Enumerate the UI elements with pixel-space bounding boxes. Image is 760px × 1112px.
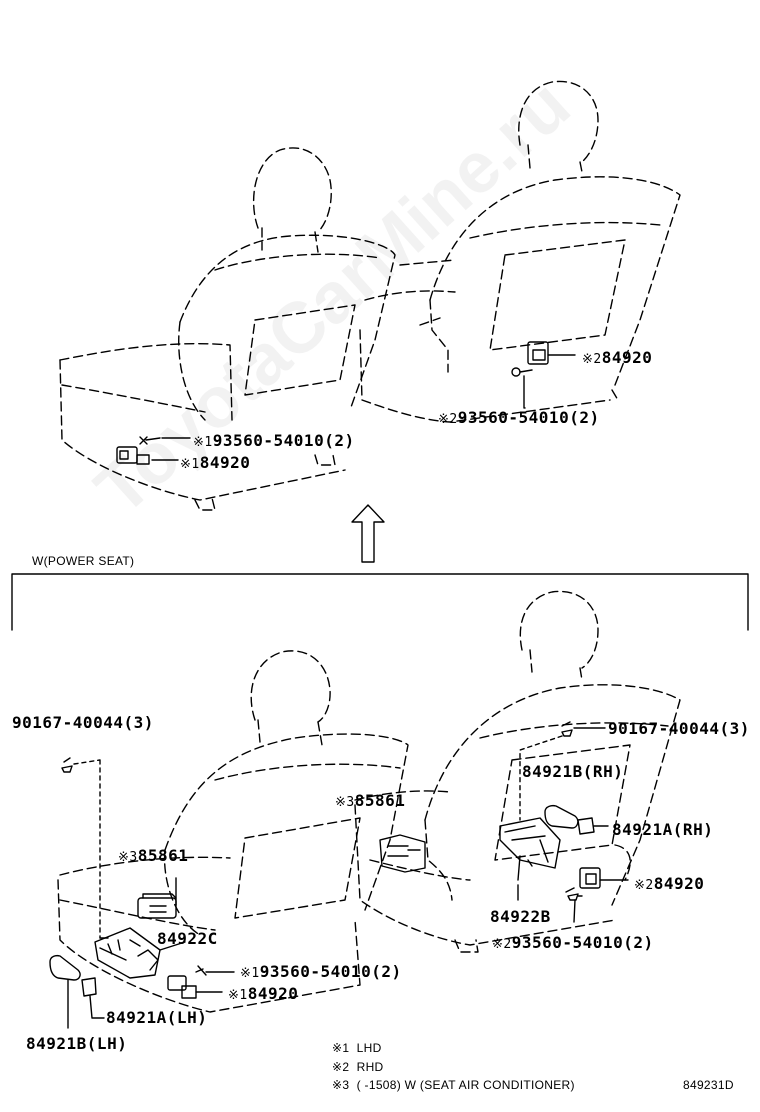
top-left-bolt-label: ※193560-54010(2) [193, 431, 355, 450]
note-3: ※3 ( -1508) W (SEAT AIR CONDITIONER) [332, 1078, 575, 1092]
figure-code: 849231D [683, 1078, 734, 1092]
bolt-left-label: ※193560-54010(2) [240, 962, 402, 981]
bottom-left-parts [49, 757, 235, 1029]
knob-b-rh-label: 84921B(RH) [522, 762, 624, 781]
screw-right-label: 90167-40044(3) [608, 719, 750, 738]
note-1: ※1 LHD [332, 1041, 382, 1055]
top-left-switch-parts [116, 436, 191, 465]
switch-left-label: ※184920 [228, 984, 299, 1003]
note-2: ※2 RHD [332, 1060, 384, 1074]
bottom-right-parts [379, 721, 629, 923]
screw-left-label: 90167-40044(3) [12, 713, 154, 732]
bolt-right-label: ※293560-54010(2) [492, 933, 654, 952]
switch-right-label: ※284920 [634, 874, 705, 893]
top-right-seat [359, 80, 681, 423]
bottom-left-seat [57, 650, 409, 1013]
up-arrow-icon [351, 504, 385, 563]
top-left-switch-label: ※184920 [180, 453, 251, 472]
section-label: W(POWER SEAT) [32, 554, 135, 568]
bracket-left-label: 84922C [157, 929, 218, 948]
top-right-switch-label: ※284920 [582, 348, 653, 367]
knob-b-lh-label: 84921B(LH) [26, 1034, 128, 1053]
top-left-seat [59, 147, 396, 511]
knob-a-lh-label: 84921A(LH) [106, 1008, 208, 1027]
top-right-switch-parts [511, 341, 576, 409]
bracket-right-label: 84922B [490, 907, 551, 926]
section-bracket [11, 573, 749, 631]
top-right-bolt-label: ※293560-54010(2) [438, 408, 600, 427]
ac-switch-right-label: ※385861 [335, 791, 406, 810]
ac-switch-left-label: ※385861 [118, 846, 189, 865]
knob-a-rh-label: 84921A(RH) [612, 820, 714, 839]
bottom-right-seat [354, 590, 681, 953]
